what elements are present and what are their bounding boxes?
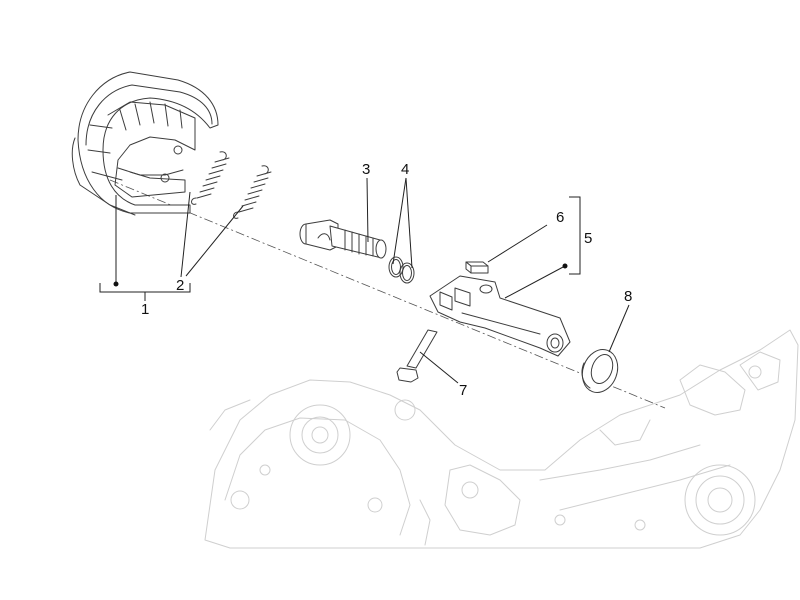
callout-5: 5 bbox=[584, 230, 592, 247]
engine-case-ghost bbox=[204, 329, 799, 549]
brake-camshaft-part bbox=[299, 219, 387, 259]
snap-rings-part bbox=[388, 256, 415, 284]
callout-6: 6 bbox=[556, 209, 564, 226]
callout-leaders bbox=[99, 177, 630, 384]
brake-springs-part bbox=[191, 151, 272, 219]
callout-7: 7 bbox=[459, 382, 467, 399]
brake-lever-part bbox=[429, 275, 571, 357]
bolt-part bbox=[396, 329, 438, 383]
key-pin-part bbox=[465, 261, 489, 274]
oil-seal-part bbox=[581, 349, 619, 393]
callout-8: 8 bbox=[624, 288, 632, 305]
callout-4: 4 bbox=[401, 161, 409, 178]
callout-3: 3 bbox=[362, 161, 370, 178]
callout-1: 1 bbox=[141, 301, 149, 318]
assembly-axis-line bbox=[109, 179, 666, 409]
brake-shoes-part bbox=[71, 71, 219, 216]
callout-2: 2 bbox=[176, 277, 184, 294]
